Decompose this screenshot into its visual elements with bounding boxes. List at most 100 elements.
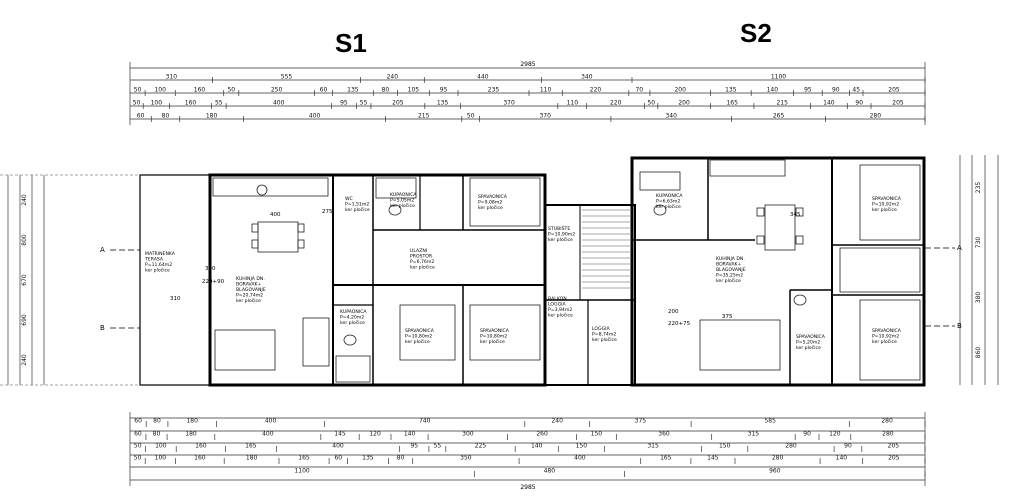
dimension-label: 235 [975, 182, 982, 194]
dimension-label: 400 [309, 113, 321, 120]
dimension-label: 140 [823, 100, 835, 107]
dimension-label: 400 [262, 431, 274, 438]
dimension-label: 100 [155, 443, 167, 450]
section-markers: A B A B [100, 244, 962, 332]
dimension-label: 160 [194, 87, 206, 94]
inner-dimension: 300 [205, 266, 216, 272]
dimension-label: 250 [271, 87, 283, 94]
dimension-label: 60 [134, 418, 142, 425]
dimension-label: 135 [437, 100, 449, 107]
section-a-right: A [957, 244, 962, 252]
dimension-label: 110 [567, 100, 579, 107]
dimension-label: 90 [855, 100, 863, 107]
dimension-label: 150 [576, 443, 588, 450]
dimension-label: 120 [369, 431, 381, 438]
dimension-label: 145 [334, 431, 346, 438]
dimension-label: 265 [773, 113, 785, 120]
dimension-label: 280 [881, 418, 893, 425]
dimension-label: 555 [281, 74, 293, 81]
dimension-label: 60 [320, 87, 328, 94]
dimension-label: 400 [273, 100, 285, 107]
dimension-label: 310 [166, 74, 178, 81]
unit-label-s2: S2 [740, 18, 772, 48]
dimension-label: 100 [151, 100, 163, 107]
building-walls [139, 156, 926, 387]
dimension-label: 400 [265, 418, 277, 425]
dimension-label: 670 [21, 274, 28, 286]
dimension-label: 240 [21, 194, 28, 206]
dimension-label: 80 [153, 418, 161, 425]
dimension-label: 50 [134, 455, 142, 462]
inner-dimension: 400 [270, 212, 281, 218]
dimension-label: 200 [678, 100, 690, 107]
dimension-label: 400 [332, 443, 344, 450]
dimension-label: 160 [194, 455, 206, 462]
dimension-label: 585 [764, 418, 776, 425]
dimension-label: 45 [852, 87, 860, 94]
dimension-label: 90 [803, 431, 811, 438]
dimension-label: 440 [477, 74, 489, 81]
dimension-label: 205 [888, 87, 900, 94]
dimension-label: 55 [215, 100, 223, 107]
dimension-label: 960 [769, 468, 781, 475]
dimension-label: 480 [544, 468, 556, 475]
dimension-label: 95 [340, 100, 348, 107]
dimension-label: 205 [892, 100, 904, 107]
dimension-label: 80 [153, 431, 161, 438]
inner-dimension: 345 [790, 212, 801, 218]
dimension-label: 280 [772, 455, 784, 462]
dimension-label: 50 [227, 87, 235, 94]
unit-label-s1: S1 [335, 28, 367, 58]
dimension-label: 315 [748, 431, 760, 438]
dimension-label: 105 [408, 87, 420, 94]
dimension-label: 240 [551, 418, 563, 425]
staircase [582, 209, 632, 289]
dimension-label: 375 [635, 418, 647, 425]
dimension-label: 215 [418, 113, 430, 120]
dimension-label: 80 [162, 113, 170, 120]
dimension-label: 165 [726, 100, 738, 107]
dimension-label: 95 [410, 443, 418, 450]
dimension-label: 160 [185, 100, 197, 107]
dimension-label: 60 [134, 431, 142, 438]
dimension-label: 225 [475, 443, 487, 450]
dimension-label: 55 [360, 100, 368, 107]
dimension-label: 95 [440, 87, 448, 94]
dimension-label: 350 [460, 455, 472, 462]
dimension-label: 100 [155, 455, 167, 462]
dimension-label: 800 [21, 234, 28, 246]
dimension-label: 205 [392, 100, 404, 107]
dimension-label: 80 [397, 455, 405, 462]
dimension-label: 160 [195, 443, 207, 450]
dimension-label: 380 [975, 292, 982, 304]
furniture [212, 159, 921, 383]
dimension-label: 235 [488, 87, 500, 94]
dimension-label: 180 [186, 418, 198, 425]
dimension-label: 165 [660, 455, 672, 462]
total-width-top: 2985 [520, 61, 535, 68]
dimension-label: 60 [137, 113, 145, 120]
dimension-label: 360 [658, 431, 670, 438]
dimension-label: 70 [635, 87, 643, 94]
dimension-label: 135 [362, 455, 374, 462]
dimension-label: 740 [419, 418, 431, 425]
dimension-label: 180 [206, 113, 218, 120]
dimension-label: 200 [674, 87, 686, 94]
inner-dimension: 200 [668, 309, 679, 315]
dimension-label: 60 [334, 455, 342, 462]
dimension-label: 140 [404, 431, 416, 438]
top-dimension-lines [129, 62, 926, 125]
dimension-label: 165 [245, 443, 257, 450]
dimension-label: 205 [888, 455, 900, 462]
dimension-label: 50 [467, 113, 475, 120]
